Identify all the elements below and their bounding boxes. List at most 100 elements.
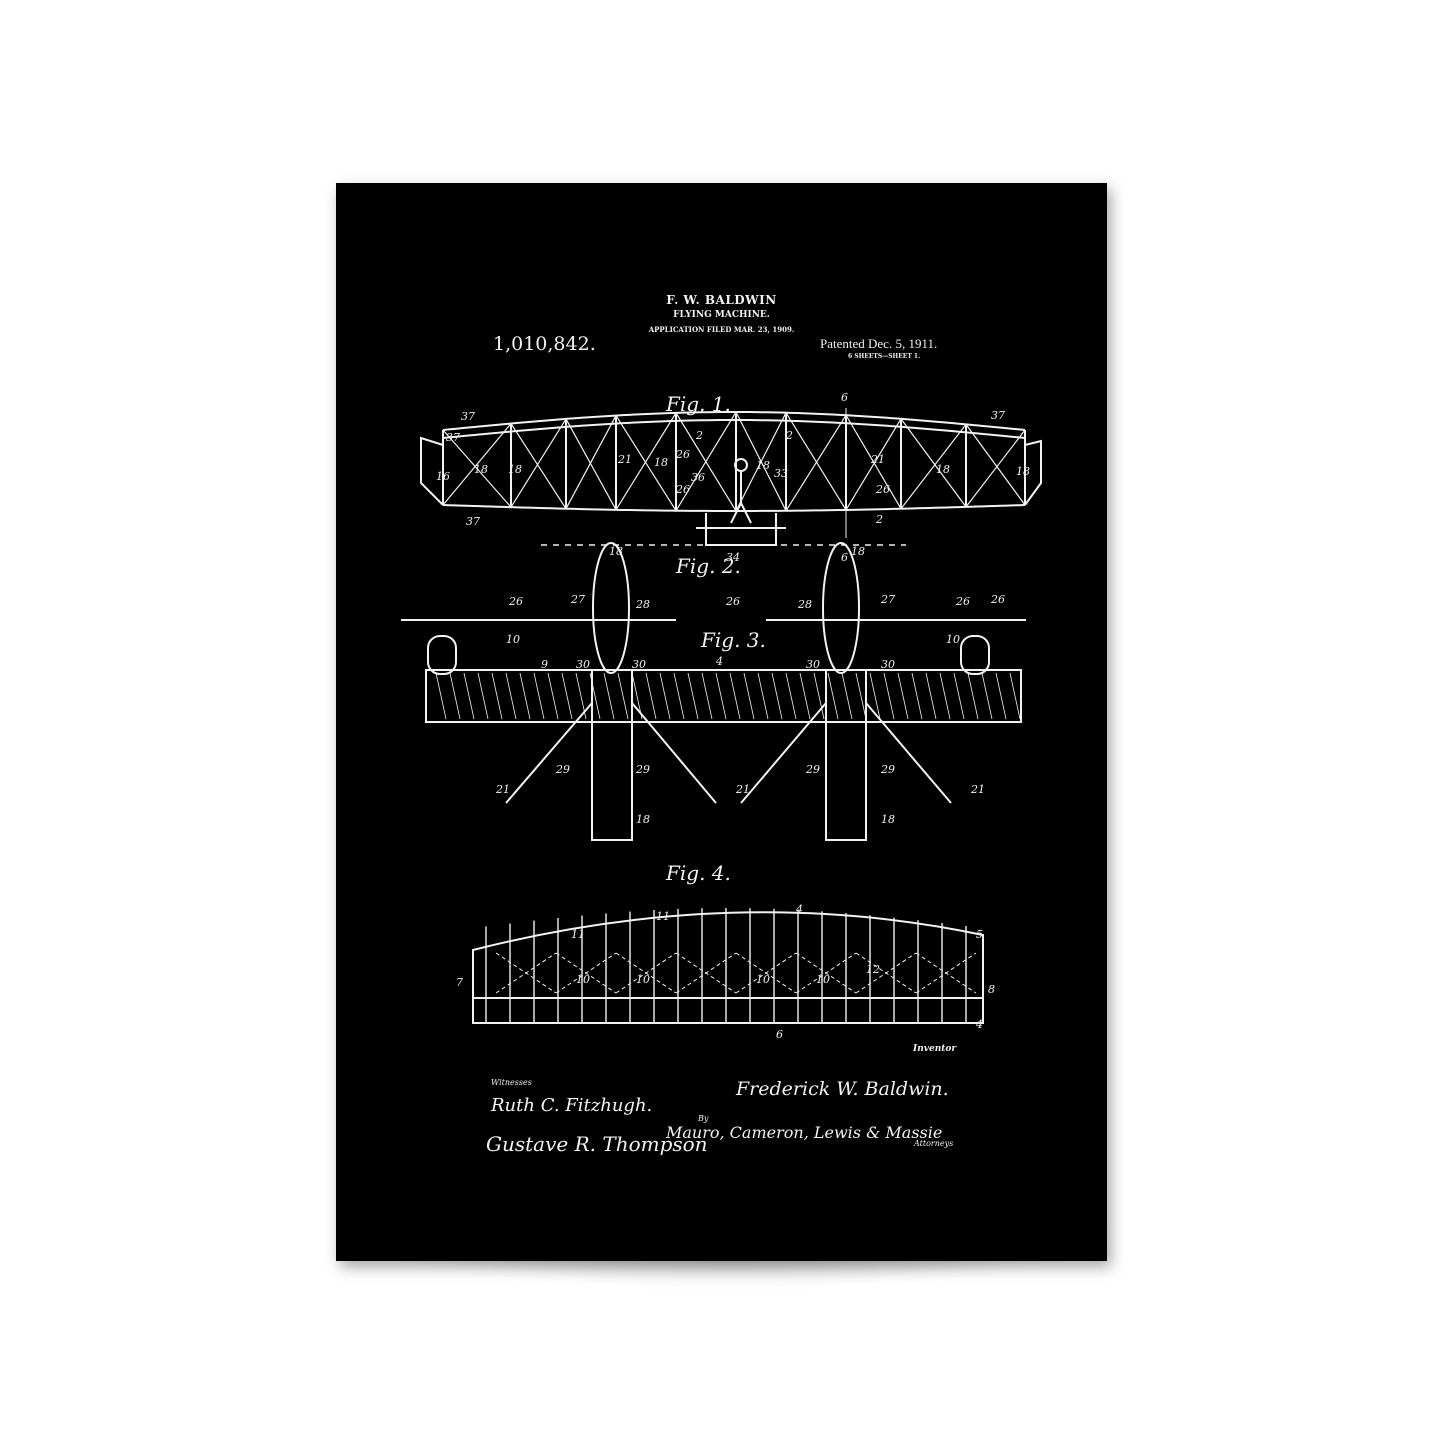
fig2-left-strut-section xyxy=(592,542,630,674)
fig3-hatching xyxy=(771,672,783,720)
patent-poster: F. W. BALDWIN FLYING MACHINE. APPLICATIO… xyxy=(336,183,1107,1261)
fig1-pilot-body xyxy=(730,471,752,524)
reference-numeral: 18 xyxy=(609,545,623,558)
reference-numeral: 37 xyxy=(466,515,480,528)
reference-numeral: 6 xyxy=(841,551,848,564)
fig3-hatching xyxy=(715,672,727,720)
reference-numeral: 10 xyxy=(576,973,590,986)
reference-numeral: 28 xyxy=(635,598,650,611)
fig3-hatching xyxy=(813,672,825,720)
fig3-hatching xyxy=(435,672,447,720)
reference-numeral: 10 xyxy=(816,973,830,986)
reference-numeral: 26 xyxy=(875,483,890,496)
fig3-hatching xyxy=(603,672,615,720)
fig4-brace xyxy=(735,952,797,994)
reference-numeral: 26 xyxy=(508,595,523,608)
reference-numeral: 27 xyxy=(570,593,585,606)
reference-numeral: 10 xyxy=(946,633,960,646)
reference-numeral: 18 xyxy=(654,456,668,469)
fig4-brace xyxy=(795,952,857,994)
reference-numeral: 26 xyxy=(675,483,690,496)
reference-numeral: 33 xyxy=(774,467,788,480)
reference-numeral: 6 xyxy=(776,1028,783,1041)
reference-numeral: 30 xyxy=(576,658,590,671)
fig3-hatching xyxy=(855,672,867,720)
attorneys-signature: Mauro, Cameron, Lewis & Massie xyxy=(665,1123,942,1142)
reference-numeral: 26 xyxy=(955,595,970,608)
fig4-brace xyxy=(675,952,737,994)
reference-numeral: 26 xyxy=(725,595,740,608)
fig4-brace xyxy=(615,952,677,994)
inventor-label: Inventor xyxy=(912,1044,957,1054)
fig3-hatching xyxy=(841,672,853,720)
fig1-brace xyxy=(785,412,847,511)
fig3-hatching xyxy=(925,672,937,720)
fig3-hatching xyxy=(477,672,489,720)
reference-numeral: 2 xyxy=(785,429,793,442)
reference-numeral: 8 xyxy=(988,983,995,996)
patent-drawing: Fig. 1. Fig. 2. Fig. 3. Fig. 4. 37373716… xyxy=(401,391,1042,1156)
fig3-hatching xyxy=(701,672,713,720)
fig3-hatching xyxy=(869,672,881,720)
reference-numeral: 11 xyxy=(571,928,585,941)
fig3-hatching xyxy=(897,672,909,720)
fig1-brace xyxy=(442,423,512,506)
fig2-right-strut-section xyxy=(822,542,860,674)
reference-numeral: 10 xyxy=(636,973,650,986)
fig4-brace xyxy=(915,952,977,994)
fig1-left-tip xyxy=(420,436,444,506)
reference-numeral: 28 xyxy=(797,598,812,611)
reference-numeral: 4 xyxy=(715,655,723,668)
fig4-brace xyxy=(495,952,557,994)
by-label: By xyxy=(697,1114,709,1123)
reference-numeral: 30 xyxy=(632,658,646,671)
reference-numeral: 30 xyxy=(881,658,895,671)
reference-numeral: 29 xyxy=(880,763,895,776)
fig4-brace xyxy=(555,952,617,994)
fig1-brace xyxy=(615,415,677,512)
fig1-brace xyxy=(615,412,677,511)
fig3-caption: Fig. 3. xyxy=(700,628,766,652)
fig2-caption: Fig. 2. xyxy=(675,554,741,578)
witness-2-signature: Gustave R. Thompson xyxy=(486,1132,708,1156)
reference-numeral: 27 xyxy=(880,593,895,606)
fig3-hatching xyxy=(645,672,657,720)
reference-numeral: 4 xyxy=(975,1018,983,1031)
reference-numeral: 2 xyxy=(875,513,883,526)
reference-numeral: 18 xyxy=(756,459,770,472)
reference-numeral: 11 xyxy=(656,910,670,923)
reference-numeral: 6 xyxy=(841,391,848,404)
fig3-hatching xyxy=(939,672,951,720)
fig1-upper-surface xyxy=(442,411,1026,431)
reference-numeral: 18 xyxy=(636,813,650,826)
fig3-wires xyxy=(505,702,952,804)
fig4-rib-outline xyxy=(472,911,984,1024)
reference-numeral: 7 xyxy=(456,976,463,989)
fig1-brace xyxy=(900,418,967,508)
fig1-brace xyxy=(675,411,737,512)
patented-date: Patented Dec. 5, 1911. xyxy=(820,336,938,351)
reference-numeral: 21 xyxy=(870,453,885,466)
fig1-upper-spar xyxy=(442,419,1026,439)
reference-numeral: 18 xyxy=(851,545,865,558)
fig1-right-tip xyxy=(1024,439,1042,506)
reference-numeral: 36 xyxy=(691,471,705,484)
fig1-caption: Fig. 1. xyxy=(665,392,731,416)
fig3-hatching xyxy=(673,672,685,720)
reference-numeral: 2 xyxy=(695,429,703,442)
fig3-hatching xyxy=(491,672,503,720)
reference-numeral: 29 xyxy=(805,763,820,776)
reference-numeral: 37 xyxy=(461,410,475,423)
reference-numeral: 4 xyxy=(795,903,803,916)
fig3-hatching xyxy=(617,672,629,720)
fig1-brace xyxy=(785,414,847,512)
sheet-count: 6 SHEETS—SHEET 1. xyxy=(848,353,921,360)
fig3-hatching xyxy=(631,672,643,720)
inventor-signature: Frederick W. Baldwin. xyxy=(735,1078,949,1100)
patent-number: 1,010,842. xyxy=(493,333,596,355)
fig3-left-post xyxy=(427,635,457,675)
fig1-brace xyxy=(565,415,617,509)
reference-numeral: 21 xyxy=(735,783,750,796)
application-filed: APPLICATION FILED MAR. 23, 1909. xyxy=(648,325,795,334)
fig3-hatching xyxy=(589,672,601,720)
